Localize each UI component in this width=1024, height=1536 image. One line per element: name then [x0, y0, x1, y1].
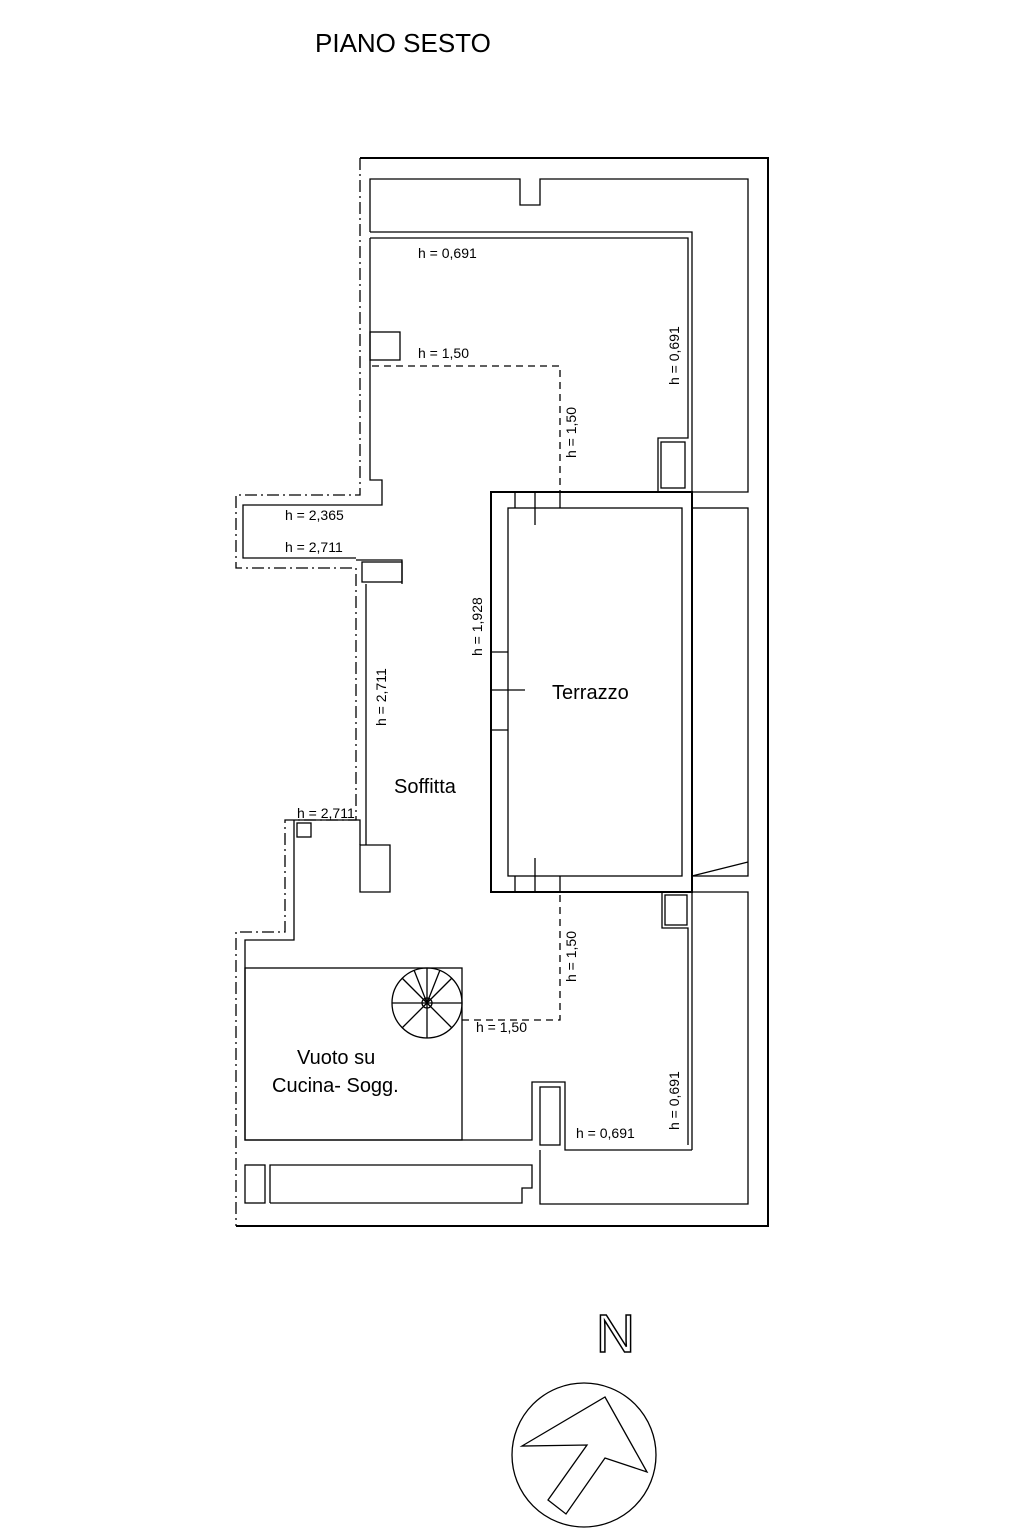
- height-label-bottom: h = 0,691: [576, 1125, 635, 1141]
- plan-title: PIANO SESTO: [315, 28, 491, 58]
- room-label-vuoto-1: Vuoto su: [297, 1047, 375, 1069]
- room-label-soffitta: Soffitta: [394, 776, 457, 798]
- height-label-top: h = 0,691: [418, 245, 477, 261]
- height-label-2711-a: h = 2,711: [285, 539, 343, 555]
- height-label-right-bottom: h = 0,691: [666, 1071, 682, 1130]
- height-label-1928: h = 1,928: [469, 597, 485, 656]
- room-label-terrazzo: Terrazzo: [552, 682, 629, 704]
- property-line: [235, 158, 361, 1226]
- height-lines: [372, 365, 561, 1021]
- outer-walls: [236, 157, 769, 1227]
- inner-walls: [242, 178, 749, 1205]
- height-label-lower-150-v: h = 1,50: [563, 931, 579, 982]
- spiral-staircase-icon: [391, 967, 463, 1039]
- void-area: [244, 967, 463, 1141]
- height-label-lower-150: h = 1,50: [476, 1019, 527, 1035]
- north-arrow-icon: N: [511, 1303, 657, 1528]
- height-label-2711-b: h = 2,711: [297, 805, 355, 821]
- height-label-upper-150: h = 1,50: [418, 345, 469, 361]
- height-label-2711-v: h = 2,711: [373, 668, 389, 726]
- room-label-vuoto-2: Cucina- Sogg.: [272, 1075, 399, 1097]
- height-label-right-top: h = 0,691: [666, 326, 682, 385]
- height-label-2365: h = 2,365: [285, 507, 344, 523]
- terrazzo-room: [490, 491, 749, 893]
- north-label: N: [596, 1304, 635, 1364]
- height-label-upper-150-v: h = 1,50: [563, 407, 579, 458]
